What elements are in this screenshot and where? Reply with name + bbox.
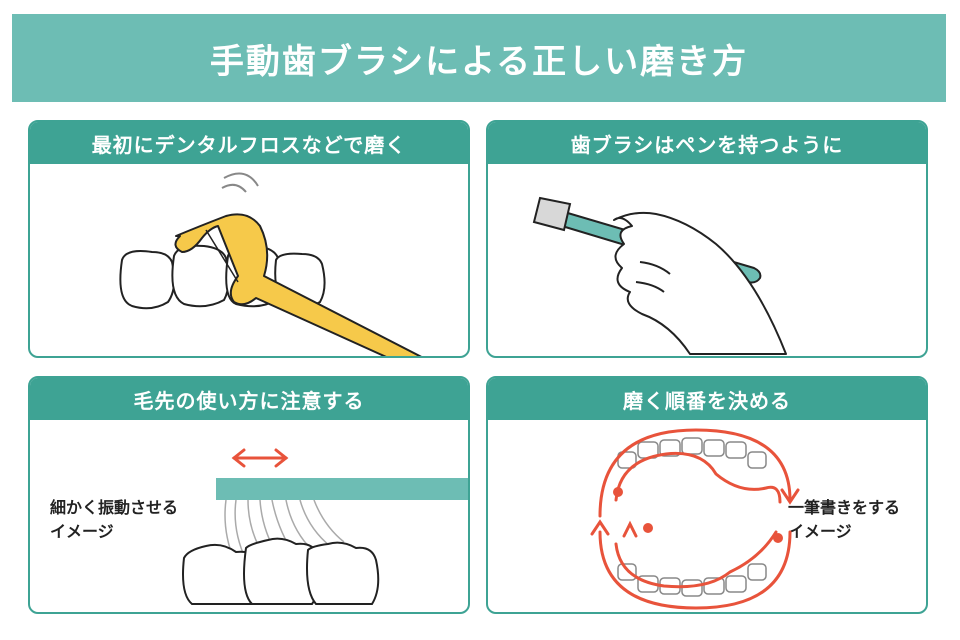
panel-bristle-use: 毛先の使い方に注意する 細かく振動させる イメージ <box>28 376 470 614</box>
panel-heading: 歯ブラシはペンを持つように <box>488 122 926 164</box>
caption-line-2: イメージ <box>788 522 852 541</box>
brushing-order-illustration <box>590 428 800 610</box>
panel-pen-grip: 歯ブラシはペンを持つように <box>486 120 928 358</box>
caption-line-1: 細かく振動させる <box>50 498 179 517</box>
panel-floss: 最初にデンタルフロスなどで磨く <box>28 120 470 358</box>
bristle-illustration <box>182 448 468 605</box>
circular-arrow-icon <box>590 428 800 610</box>
title-banner: 手動歯ブラシによる正しい磨き方 <box>12 14 946 102</box>
double-arrow-icon <box>231 448 289 468</box>
caption-line-2: イメージ <box>50 522 114 541</box>
panel-heading: 最初にデンタルフロスなどで磨く <box>30 122 468 164</box>
caption-line-1: 一筆書きをする <box>788 498 901 517</box>
floss-illustration <box>119 172 422 356</box>
page-title: 手動歯ブラシによる正しい磨き方 <box>209 41 749 82</box>
panel-brushing-order: 磨く順番を決める 一筆書きをする イメージ <box>486 376 928 614</box>
toothbrush-head <box>216 478 468 500</box>
caption-vibrate: 細かく振動させる イメージ <box>50 496 178 544</box>
panel-heading: 磨く順番を決める <box>488 378 926 420</box>
hand-icon <box>613 211 787 355</box>
pen-grip-illustration <box>532 196 787 355</box>
caption-one-stroke: 一筆書きをする イメージ <box>788 496 900 544</box>
motion-lines-icon <box>221 172 259 193</box>
floss-pick-icon <box>174 213 422 356</box>
panel-heading: 毛先の使い方に注意する <box>30 378 468 420</box>
teeth-icon <box>182 537 380 605</box>
